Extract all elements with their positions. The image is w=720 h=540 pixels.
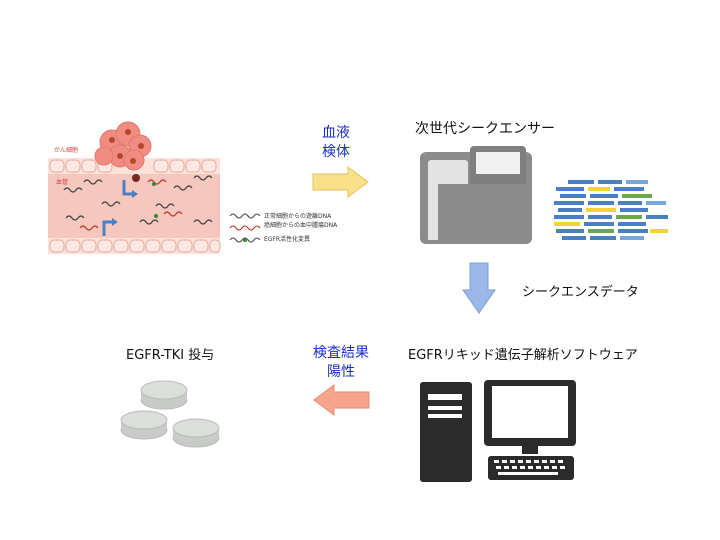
arrow-down-icon [462,262,496,314]
cancer-cells-label: がん細胞 [54,146,78,154]
sequencer-icon [420,146,532,244]
treatment-label: EGFR-TKI 投与 [126,348,215,363]
sequence-data-bars [554,180,668,240]
arrow-right-icon [312,166,369,198]
tissue-illustration: がん細胞 血管 [44,118,224,268]
computer-icon [420,380,576,482]
blood-sample-label: 血液 検体 [322,125,350,160]
vessel-label: 血管 [56,178,68,186]
result-positive-label: 検査結果 陽性 [313,345,369,380]
legend-normal-dna: 正常細胞からの遊離DNA [264,213,332,220]
sequence-data-label: シークエンスデータ [522,285,639,300]
arrow-left-icon [313,384,370,416]
sequencer-title: 次世代シークエンサー [415,121,555,137]
legend-tumor-dna: 癌細胞からの血中腫瘍DNA [264,222,338,229]
software-title: EGFRリキッド遺伝子解析ソフトウェア [408,348,638,363]
legend-egfr-mutation: EGFR活性化変異 [264,236,311,243]
tablets-icon [120,380,220,448]
